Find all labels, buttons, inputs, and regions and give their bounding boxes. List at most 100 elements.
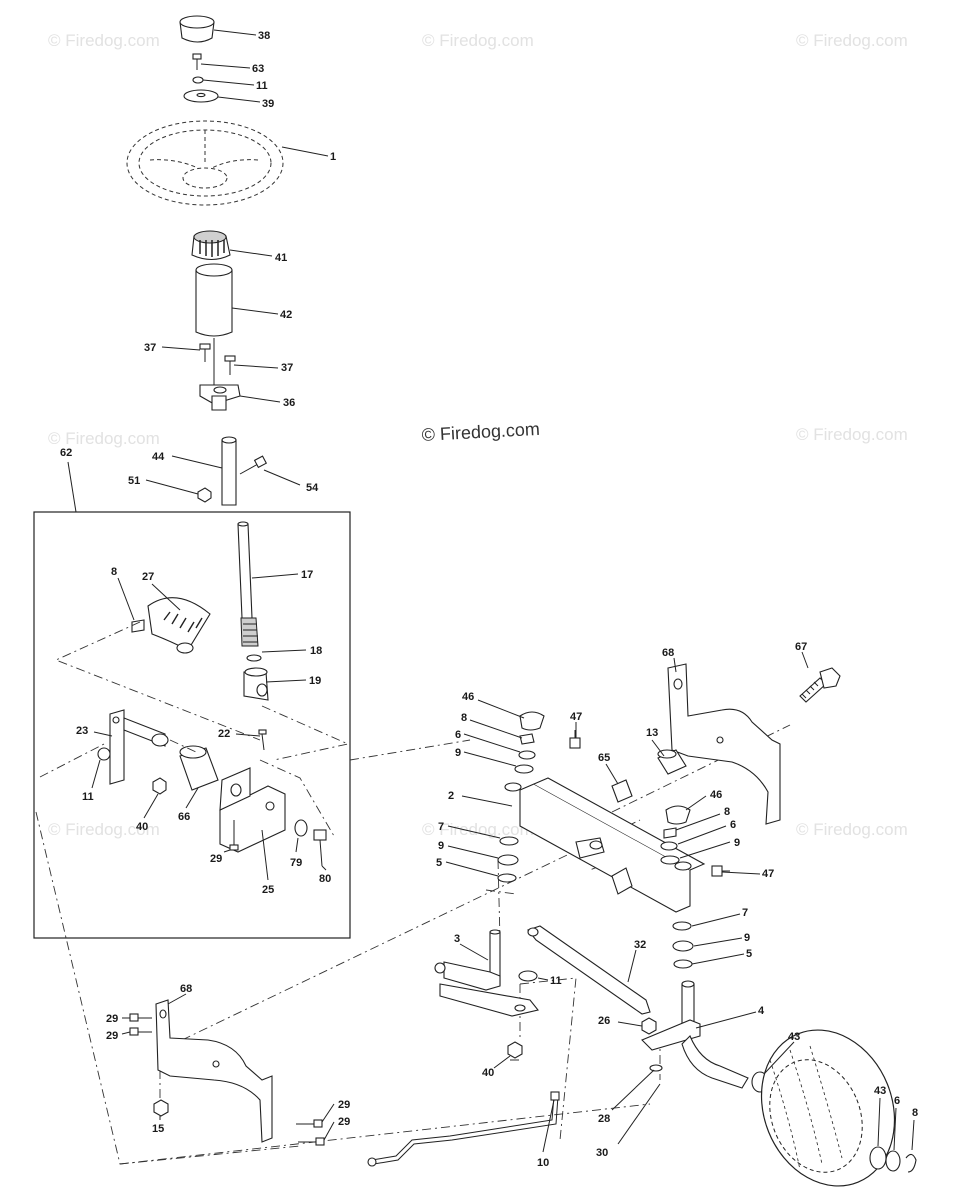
watermark: © Firedog.com: [48, 31, 160, 50]
part-43-washer: [869, 1146, 887, 1170]
part-9-washer: [514, 764, 534, 774]
callout-label: 18: [310, 645, 322, 657]
callout-label: 15: [152, 1123, 164, 1135]
part-6-washer: [885, 1150, 901, 1172]
callout-label: 29: [106, 1030, 118, 1042]
callout-label: 11: [550, 975, 562, 987]
watermark-center: © Firedog.com: [421, 419, 540, 445]
part-3-left-spindle: [434, 929, 539, 1017]
part-18-washer: [246, 654, 262, 662]
callout-label: 22: [218, 728, 230, 740]
axle-assembly: [129, 663, 917, 1187]
callout-label: 62: [60, 447, 72, 459]
callout-label: 40: [136, 821, 148, 833]
callout-label: 11: [256, 80, 268, 92]
steering-column: [126, 15, 284, 506]
callout-label: 6: [894, 1095, 900, 1107]
part-8-clip: [905, 1153, 917, 1173]
callout-label: 37: [281, 362, 293, 374]
callout-label: 23: [76, 725, 88, 737]
part-1-steering-wheel: [126, 120, 284, 206]
callout-label: 8: [461, 712, 467, 724]
callout-label: 79: [290, 857, 302, 869]
callout-label: 38: [258, 30, 270, 42]
part-37-bolts: [199, 343, 236, 375]
part-47-grease-fitting: [711, 865, 730, 877]
callout-label: 51: [128, 475, 140, 487]
part-40-nut: [507, 1041, 523, 1059]
watermark: © Firedog.com: [796, 31, 908, 50]
part-65-bushing: [611, 779, 633, 803]
part-27-sector-gear: [147, 597, 211, 654]
callout-label: 8: [724, 806, 730, 818]
callout-label: 5: [746, 948, 752, 960]
callout-label: 41: [275, 252, 287, 264]
part-46-cap: [519, 711, 545, 731]
part-13-spacer: [657, 749, 687, 775]
callout-label: 43: [788, 1031, 800, 1043]
callout-label: 42: [280, 309, 292, 321]
callout-label: 67: [795, 641, 807, 653]
callout-label: 25: [262, 884, 274, 896]
watermark: © Firedog.com: [48, 820, 160, 839]
callout-label: 40: [482, 1067, 494, 1079]
part-42-sleeve: [195, 263, 233, 337]
part-25-mount-plate: [219, 767, 286, 853]
part-7-washer: [672, 921, 692, 931]
inset-box-62: [33, 511, 351, 939]
part-51-nut: [197, 487, 212, 503]
callout-label: 29: [210, 853, 222, 865]
watermark: © Firedog.com: [422, 820, 534, 839]
callout-label: 27: [142, 571, 154, 583]
callout-label: 37: [144, 342, 156, 354]
callout-label: 36: [283, 397, 295, 409]
callout-label: 10: [537, 1157, 549, 1169]
part-6-washer: [660, 841, 678, 851]
callout-label: 80: [319, 873, 331, 885]
watermark: © Firedog.com: [796, 425, 908, 444]
part-36-bracket: [199, 384, 241, 411]
callout-label: 13: [646, 727, 658, 739]
part-7-washer: [499, 836, 519, 846]
callout-label: 29: [338, 1099, 350, 1111]
part-11-washer: [97, 747, 111, 761]
part-44-lower-shaft: [221, 436, 237, 506]
part-39-disk: [183, 89, 219, 103]
part-47-grease-fitting: [569, 730, 581, 749]
part-54-bolt: [239, 455, 268, 475]
part-46-cap: [665, 805, 691, 825]
callout-labels: 38 63 11 39 1 41 42 37 37 36 62 44 51 54…: [60, 30, 918, 1169]
callout-label: 63: [252, 63, 264, 75]
part-11-washer: [192, 76, 204, 84]
part-40-nut: [152, 777, 167, 795]
part-67-bolt: [799, 667, 841, 703]
callout-label: 46: [462, 691, 474, 703]
part-29-screw: [229, 820, 239, 851]
part-8-clip: [131, 619, 145, 633]
part-66-bushing: [179, 745, 219, 791]
callout-label: 26: [598, 1015, 610, 1027]
part-8-clip: [663, 827, 677, 839]
part-32-tie-rod: [527, 925, 651, 1015]
callout-label: 19: [309, 675, 321, 687]
callout-label: 9: [734, 837, 740, 849]
callout-label: 47: [570, 711, 582, 723]
part-63-screw: [192, 53, 202, 70]
callout-label: 9: [438, 840, 444, 852]
callout-label: 9: [455, 747, 461, 759]
callout-label: 66: [178, 811, 190, 823]
watermark: © Firedog.com: [796, 820, 908, 839]
callout-label: 6: [455, 729, 461, 741]
part-68-right-bracket: [667, 663, 781, 825]
part-9-washer: [672, 940, 694, 952]
part-11-washer: [518, 970, 538, 982]
part-29-bolts: [129, 1013, 325, 1146]
watermark: © Firedog.com: [48, 429, 160, 448]
callout-label: 43: [874, 1085, 886, 1097]
callout-label: 7: [742, 907, 748, 919]
part-28-washer: [649, 1064, 663, 1072]
callout-label: 68: [180, 983, 192, 995]
callout-label: 8: [111, 566, 117, 578]
